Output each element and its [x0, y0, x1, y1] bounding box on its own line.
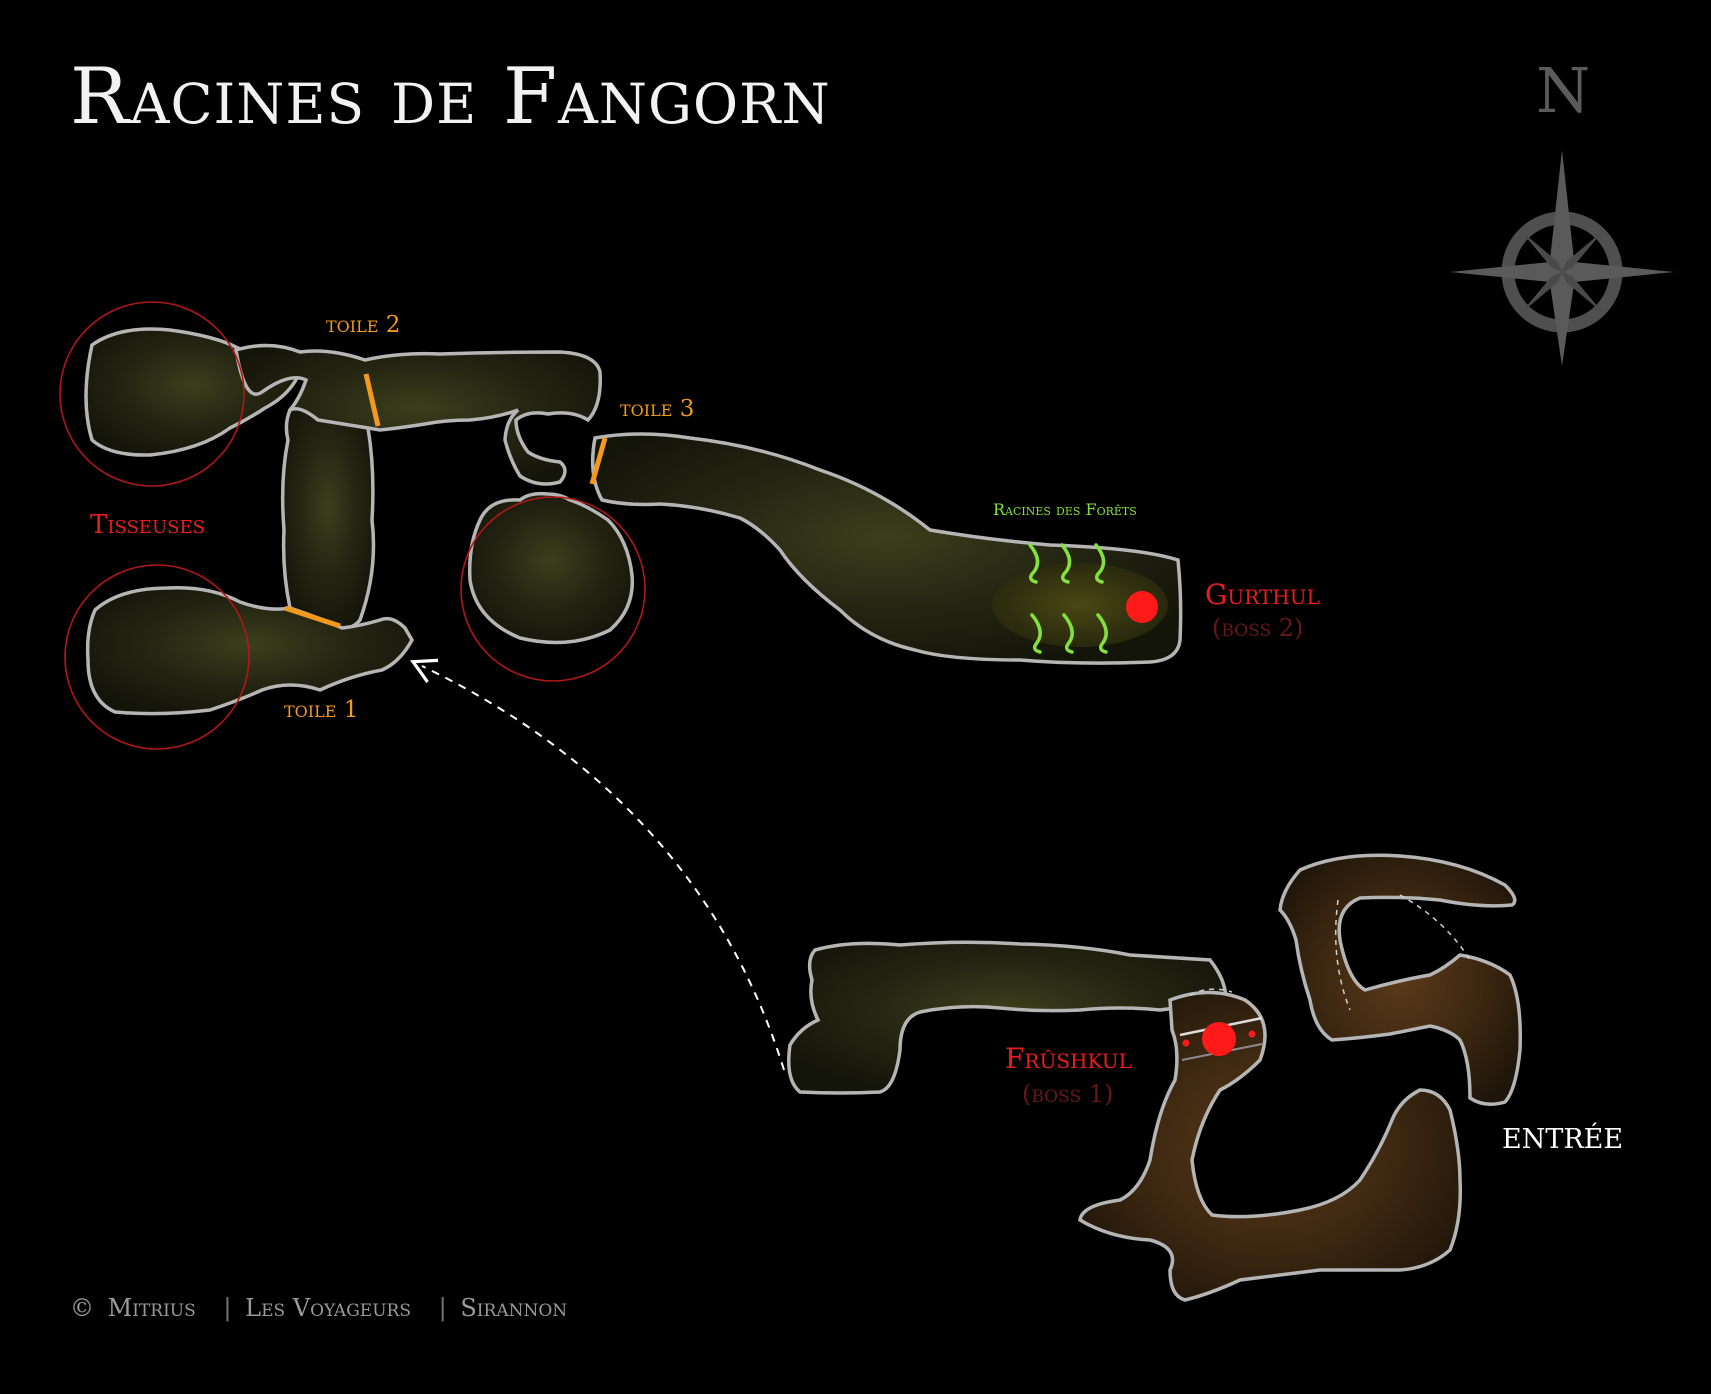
label-toile-1: toile 1: [284, 697, 359, 723]
cave-corridor-lower-west: [787, 940, 1228, 1095]
weaver-circle: [59, 301, 245, 487]
boss-marker-gurthul: [1126, 591, 1158, 623]
label-boss-2-tag: (boss 2): [1212, 614, 1304, 642]
root-icon: [1060, 543, 1072, 584]
web-marker-toile-3: [589, 437, 608, 485]
gurthul-arena: [992, 563, 1168, 647]
label-boss-1-tag: (boss 1): [1022, 1080, 1114, 1108]
label-toile-3: toile 3: [620, 396, 695, 422]
forest-roots-icons: [1028, 543, 1108, 654]
weaver-circle: [64, 564, 250, 750]
root-icon: [1030, 613, 1042, 654]
credit-guild: Les Voyageurs: [245, 1294, 411, 1322]
path-arrow: [409, 658, 785, 1071]
cave-tunnel-entrance: [1278, 853, 1523, 1106]
cave-chamber-southwest: [85, 586, 415, 716]
tunnel-dashed-edge: [1334, 899, 1351, 1011]
label-boss-gurthul: Gurthul: [1205, 578, 1320, 611]
cave-corridor-west: [280, 407, 376, 631]
map-credits: © Mitrius | Les Voyageurs | Sirannon: [70, 1294, 573, 1322]
tunnel-dashed-edge: [1399, 894, 1471, 961]
web-markers: [284, 373, 608, 629]
lower-cave-complex: [787, 853, 1523, 1302]
credit-author: Mitrius: [107, 1294, 196, 1322]
map-title: Racines de Fangorn: [70, 52, 831, 142]
label-tisseuses: Tisseuses: [90, 510, 205, 540]
label-racines-des-forets: Racines des Forêts: [993, 500, 1137, 519]
credit-separator: |: [223, 1294, 232, 1322]
weaver-circles: [59, 301, 646, 750]
tunnel-dashed-edge: [1189, 988, 1233, 996]
compass-north-label: N: [1536, 54, 1591, 127]
cave-tunnel-earth: [1078, 990, 1463, 1302]
copyright-symbol: ©: [70, 1294, 94, 1322]
boss-marker-frushkul: [1202, 1022, 1236, 1056]
compass-rose-icon: [1450, 150, 1674, 366]
web-marker-toile-2: [363, 373, 381, 427]
label-toile-2: toile 2: [326, 312, 401, 338]
credit-server: Sirannon: [460, 1294, 568, 1322]
add-marker: [1182, 1039, 1190, 1047]
add-marker: [1248, 1030, 1256, 1038]
upper-cave-complex: [84, 327, 1183, 716]
root-icon: [1096, 613, 1108, 654]
root-icon: [1062, 613, 1074, 654]
weaver-circle: [460, 496, 646, 682]
root-icon: [1028, 543, 1040, 584]
cave-chamber-round: [467, 491, 635, 645]
credit-separator: |: [438, 1294, 447, 1322]
label-entrance: ENTRÉE: [1502, 1124, 1624, 1155]
root-icon: [1094, 543, 1106, 584]
web-marker-toile-1: [284, 605, 341, 629]
label-boss-frushkul: Frûshkul: [1005, 1042, 1132, 1075]
